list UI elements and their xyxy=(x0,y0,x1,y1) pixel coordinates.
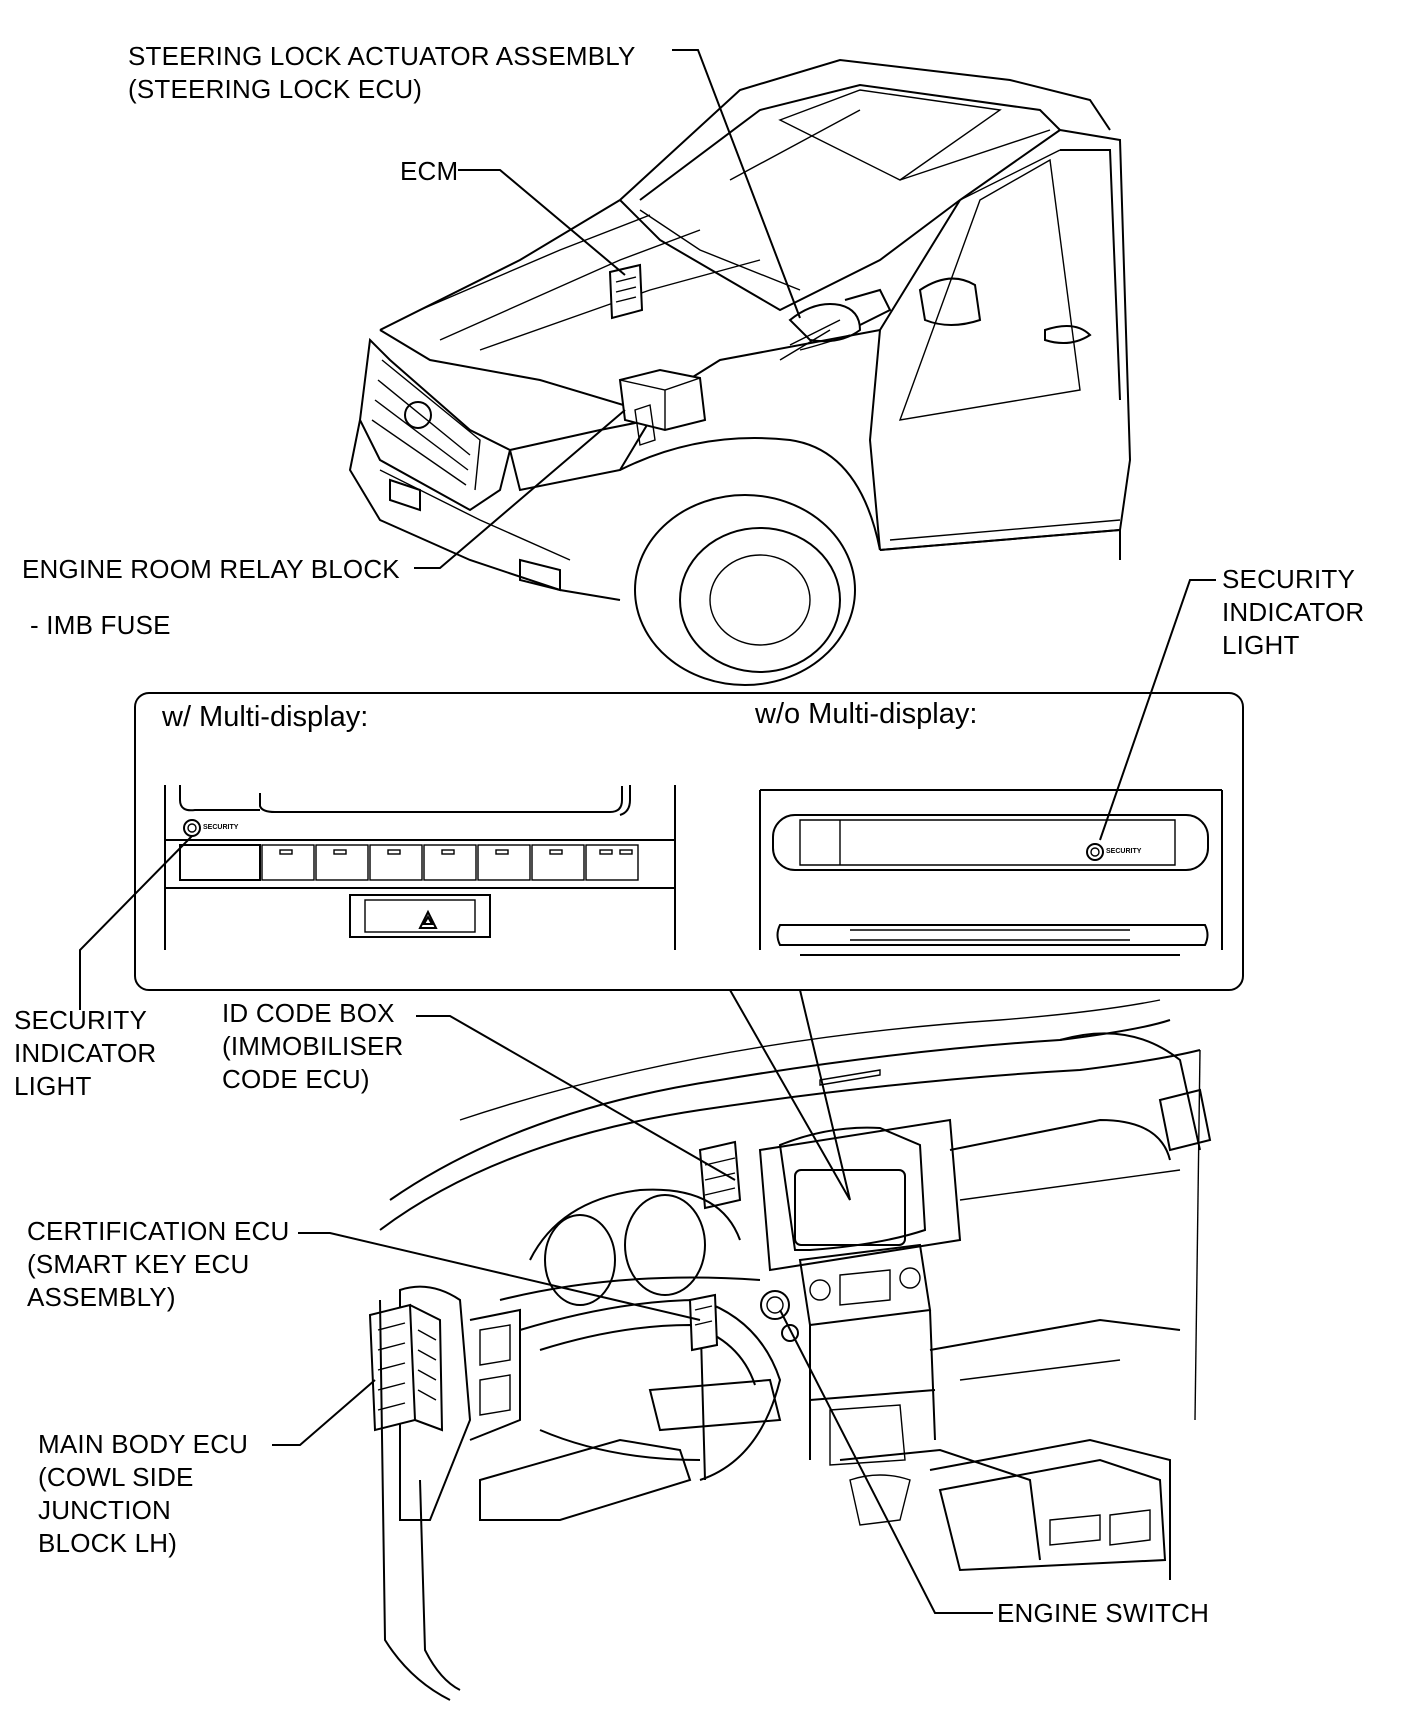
inset-frame xyxy=(134,692,1244,991)
security-text-with-display: SECURITY xyxy=(203,824,239,831)
leader-lines-inset xyxy=(79,835,193,1010)
ecm-label: ECM xyxy=(400,156,459,186)
engine-switch-label: ENGINE SWITCH xyxy=(997,1598,1210,1628)
with-multi-display-heading: w/ Multi-display: xyxy=(162,701,369,733)
vehicle-body-drawing xyxy=(348,58,1132,686)
security-indicator-light-right-label: SECURITY INDICATOR LIGHT xyxy=(1222,564,1365,660)
imb-fuse-label: - IMB FUSE xyxy=(30,610,171,640)
no-display-panel-drawing xyxy=(759,789,1223,956)
engine-room-relay-label: ENGINE ROOM RELAY BLOCK xyxy=(22,554,400,584)
without-multi-display-heading: w/o Multi-display: xyxy=(755,698,978,730)
main-body-ecu-label: MAIN BODY ECU (COWL SIDE JUNCTION BLOCK … xyxy=(38,1429,249,1558)
steering-lock-label: STEERING LOCK ACTUATOR ASSEMBLY (STEERIN… xyxy=(128,41,636,104)
dashboard-drawing xyxy=(368,989,1212,1701)
leader-lines-top xyxy=(414,49,1216,841)
security-text-without-display: SECURITY xyxy=(1106,848,1142,855)
multi-display-panel-drawing xyxy=(164,785,676,950)
certification-ecu-label: CERTIFICATION ECU (SMART KEY ECU ASSEMBL… xyxy=(27,1216,290,1312)
security-indicator-light-left-label: SECURITY INDICATOR LIGHT xyxy=(14,1005,157,1101)
id-code-box-label: ID CODE BOX (IMMOBILISER CODE ECU) xyxy=(222,998,404,1094)
leader-lines-bottom xyxy=(272,1015,993,1614)
